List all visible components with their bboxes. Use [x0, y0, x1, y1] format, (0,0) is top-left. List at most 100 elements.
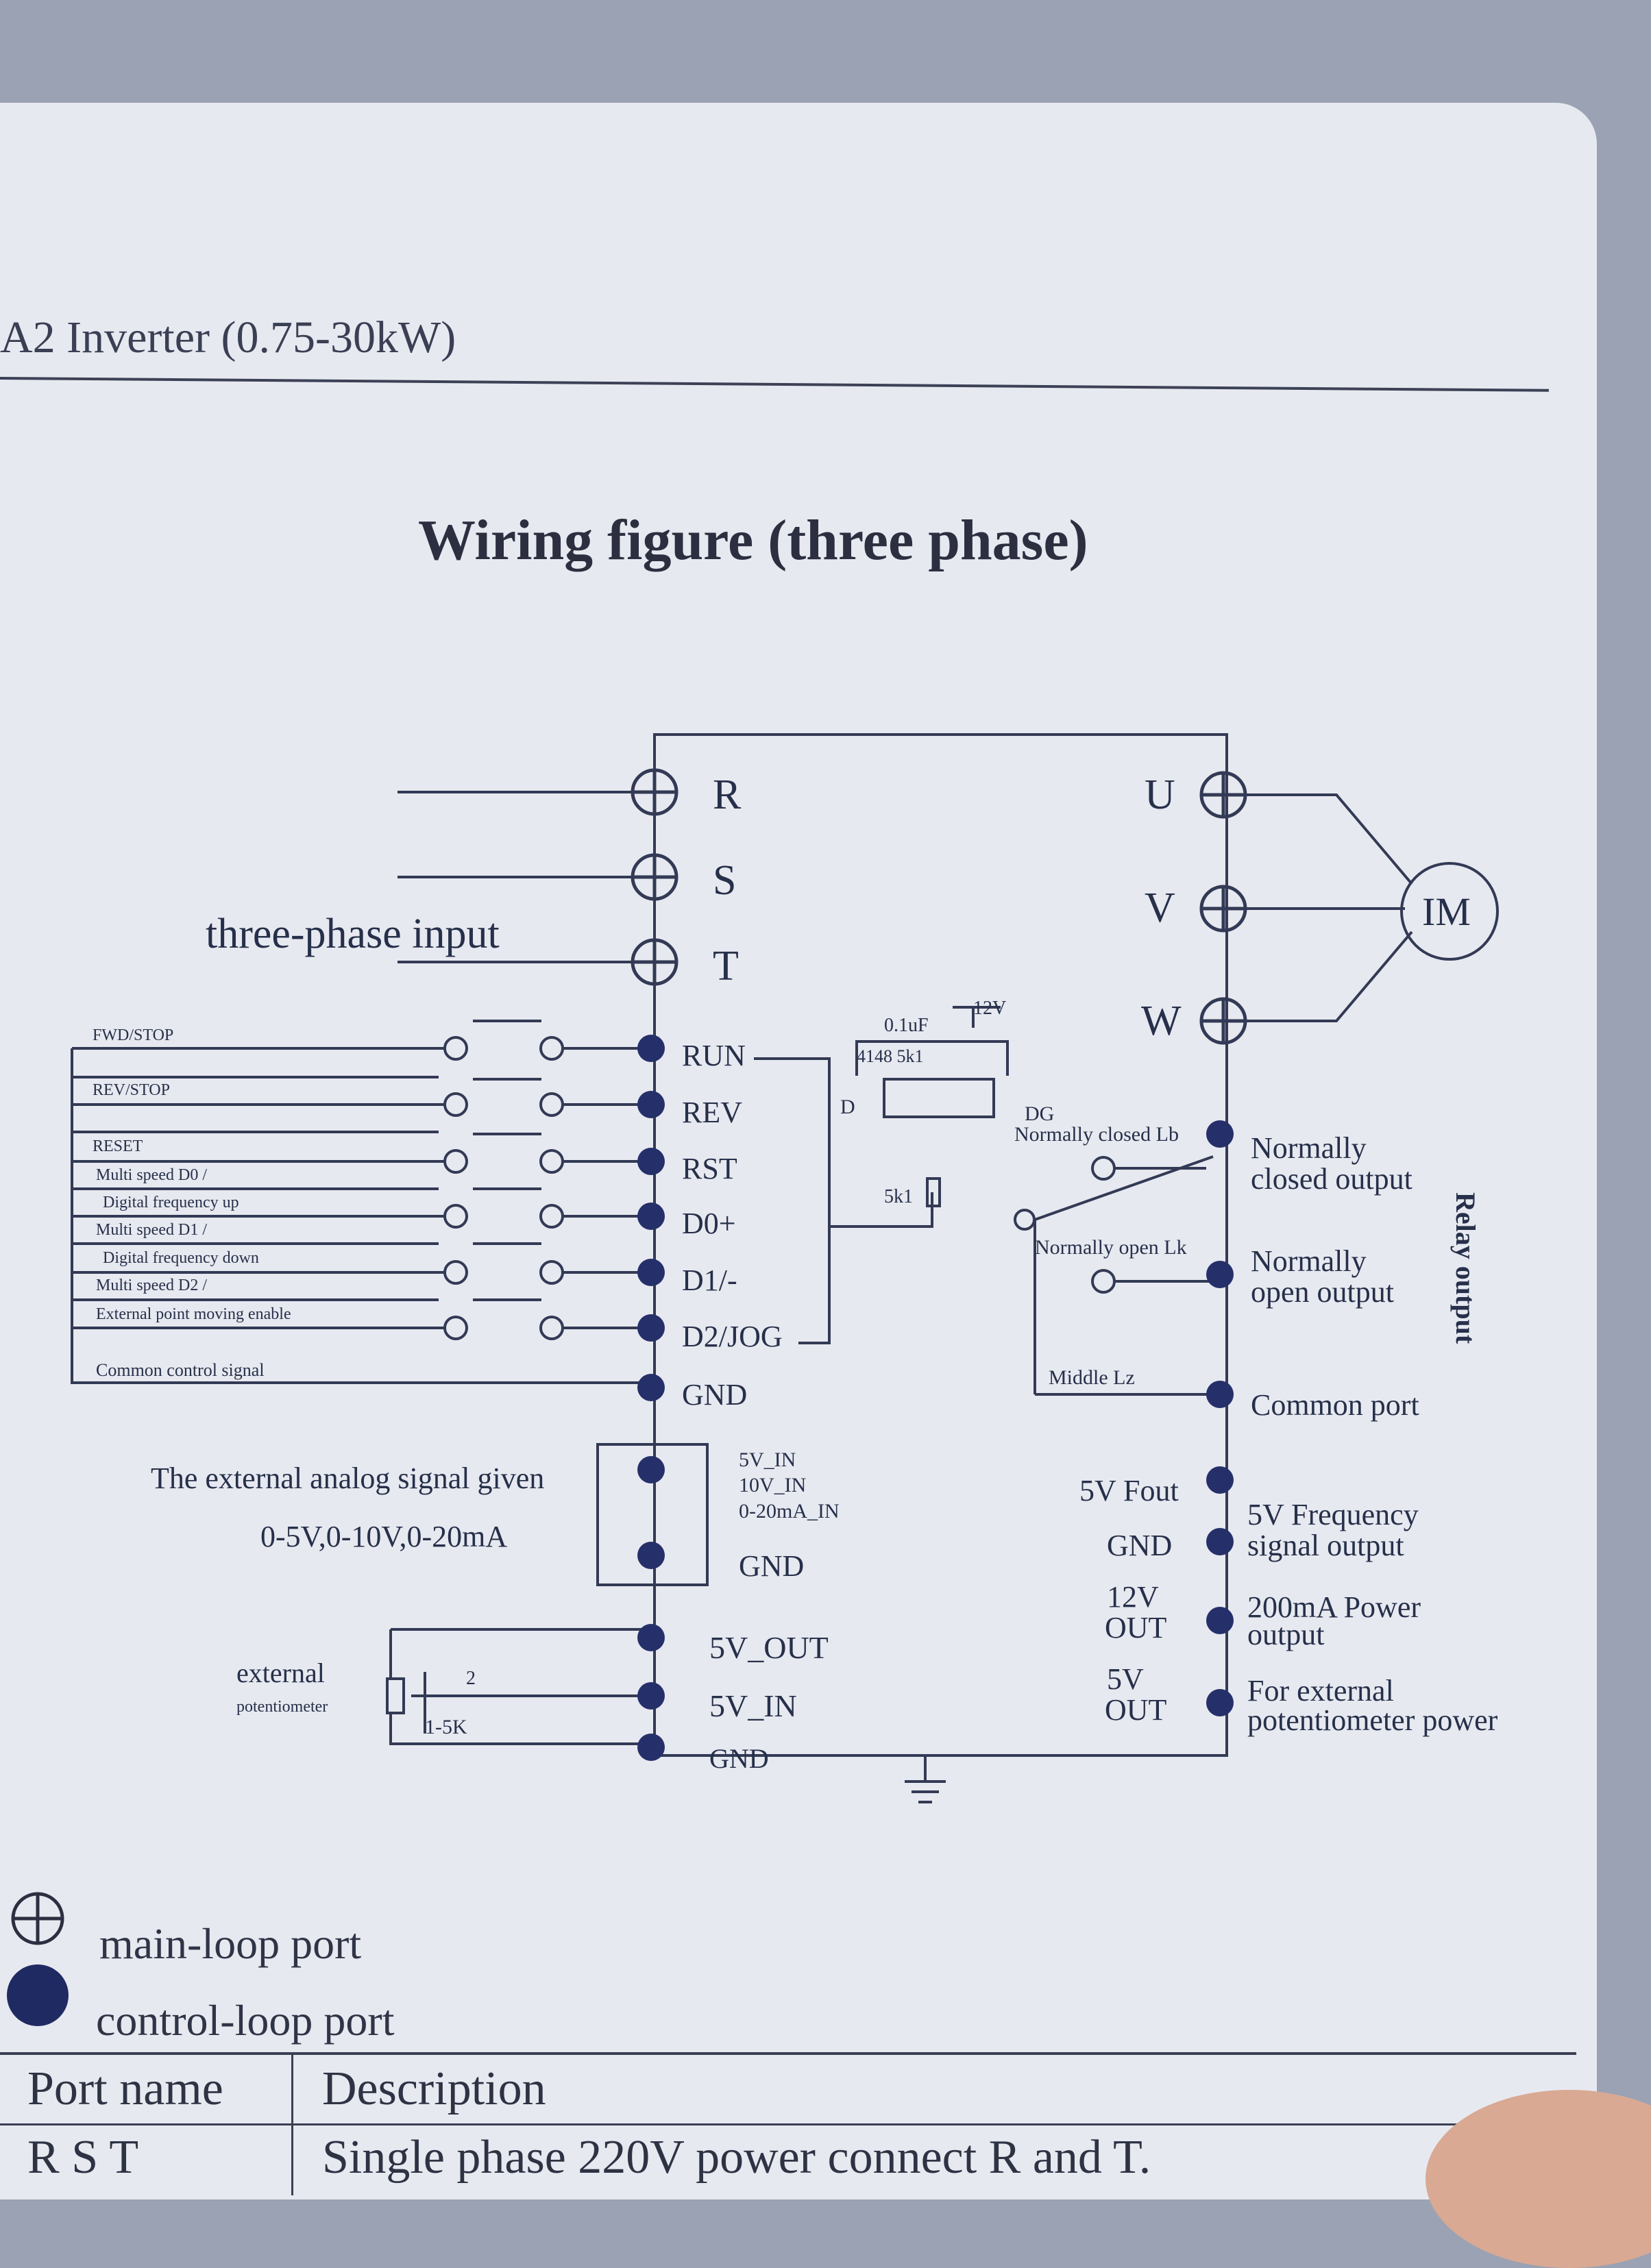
out-pot-desc-2: potentiometer power [1247, 1703, 1498, 1737]
pot-term-gnd: GND [709, 1743, 769, 1774]
legend-control-loop-label: control-loop port [96, 1996, 395, 2045]
label-r: R [713, 772, 742, 818]
port-table: Port name Description R S T Single phase… [0, 2052, 1576, 2195]
port-s [631, 853, 678, 901]
analog-term-20ma: 0-20mA_IN [739, 1500, 840, 1523]
port-d0 [637, 1203, 665, 1230]
relay-common-port: Common port [1251, 1388, 1419, 1422]
signal-ext-enable: External point moving enable [96, 1305, 291, 1323]
pot-range: 1-5K [425, 1716, 467, 1738]
signal-ms-d0: Multi speed D0 / [96, 1166, 207, 1184]
port-5v-pot-out [1206, 1689, 1234, 1716]
out-12v-2: OUT [1105, 1611, 1167, 1644]
pot-label-1: external [236, 1657, 325, 1688]
term-d0: D0+ [682, 1207, 736, 1240]
table-header-description: Description [322, 2062, 546, 2115]
term-gnd: GND [682, 1378, 747, 1412]
signal-ms-d1: Multi speed D1 / [96, 1221, 207, 1239]
out-power-desc-1: 200mA Power [1247, 1590, 1421, 1624]
figure-title: Wiring figure (three phase) [418, 508, 1088, 572]
analog-term-5v: 5V_IN [739, 1449, 796, 1471]
circuit-res2: 5k1 [884, 1186, 913, 1207]
out-5v-1: 5V [1107, 1662, 1144, 1696]
table-row: R S T Single phase 220V power connect R … [0, 2123, 1576, 2192]
inverter-box [653, 733, 1228, 1757]
main-loop-port-icon [11, 1892, 64, 1945]
table-cell-description: Single phase 220V power connect R and T. [322, 2131, 1151, 2184]
table-header-row: Port name Description [0, 2055, 1576, 2125]
output-line-u [1240, 793, 1413, 885]
out-fout-desc-2: signal output [1247, 1529, 1404, 1562]
relay-no-label: Normally open Lk [1035, 1236, 1187, 1259]
signal-rev: REV/STOP [93, 1081, 170, 1099]
analog-label-2: 0-5V,0-10V,0-20mA [260, 1520, 507, 1553]
label-w: W [1141, 998, 1182, 1044]
port-pot-gnd [637, 1734, 665, 1761]
pot-term-5v-in: 5V_IN [709, 1688, 797, 1723]
pot-pin: 2 [466, 1668, 476, 1689]
three-phase-input-label: three-phase input [206, 911, 500, 957]
signal-freq-up: Digital frequency up [103, 1194, 239, 1211]
out-power-desc-2: output [1247, 1618, 1324, 1651]
port-5v-fout [1206, 1466, 1234, 1494]
label-v: V [1145, 885, 1175, 931]
relay-nc-output-1: Normally [1251, 1131, 1367, 1165]
circuit-cap: 0.1uF [884, 1015, 929, 1036]
label-s: S [713, 857, 736, 904]
relay-common-label: Middle Lz [1049, 1366, 1135, 1389]
table-cell-port: R S T [27, 2131, 139, 2184]
port-relay-common [1206, 1381, 1234, 1408]
out-5v-fout: 5V Fout [1079, 1474, 1179, 1507]
port-5v-out [637, 1624, 665, 1651]
legend-main-loop-label: main-loop port [99, 1919, 362, 1968]
port-analog-in [637, 1456, 665, 1483]
out-5v-2: OUT [1105, 1693, 1167, 1727]
wiring-diagram: R S T U V W IM three-phase input RUN REV… [7, 733, 1499, 2026]
circuit-dg: DG [1025, 1102, 1054, 1125]
relay-no-output-2: open output [1251, 1275, 1394, 1309]
port-out-gnd [1206, 1528, 1234, 1555]
port-t [631, 938, 678, 986]
port-rst [637, 1148, 665, 1175]
control-bus [71, 1048, 655, 1384]
pot-label-2: potentiometer [236, 1698, 328, 1716]
signal-reset: RESET [93, 1137, 143, 1155]
port-v [1199, 885, 1247, 933]
signal-ms-d2: Multi speed D2 / [96, 1277, 207, 1294]
circuit-diode-res: 4148 5k1 [857, 1046, 924, 1066]
term-d1: D1/- [682, 1264, 737, 1297]
potentiometer-body [386, 1677, 405, 1714]
out-fout-desc-1: 5V Frequency [1247, 1498, 1419, 1531]
port-5v-in [637, 1682, 665, 1710]
manual-page [0, 103, 1597, 2199]
relay-output-side-label: Relay output [1450, 1192, 1481, 1344]
port-d1 [637, 1259, 665, 1286]
port-r [631, 768, 678, 816]
term-run: RUN [682, 1039, 746, 1072]
port-relay-no [1206, 1261, 1234, 1288]
port-12v-out [1206, 1607, 1234, 1634]
out-12v-1: 12V [1107, 1580, 1159, 1614]
relay-no-output-1: Normally [1251, 1244, 1367, 1278]
control-loop-port-icon [7, 1964, 69, 2026]
term-rst: RST [682, 1152, 737, 1185]
signal-common: Common control signal [96, 1360, 265, 1380]
relay-nc-label: Normally closed Lb [1014, 1123, 1179, 1146]
analog-term-gnd: GND [739, 1549, 804, 1583]
term-rev: REV [682, 1096, 742, 1129]
port-gnd [637, 1374, 665, 1401]
circuit-12v: 12V [973, 998, 1006, 1019]
motor-label: IM [1422, 889, 1471, 934]
relay-arm [1034, 1155, 1214, 1221]
out-pot-desc-1: For external [1247, 1674, 1394, 1708]
port-run [637, 1035, 665, 1062]
port-d2jog [637, 1314, 665, 1342]
port-relay-nc [1206, 1120, 1234, 1148]
circuit-d: D [840, 1096, 855, 1118]
page-header-title: A2 Inverter (0.75-30kW) [0, 312, 456, 362]
port-analog-gnd [637, 1542, 665, 1569]
port-u [1199, 771, 1247, 819]
output-line-w [1240, 930, 1413, 1022]
port-rev [637, 1091, 665, 1118]
label-t: T [713, 943, 739, 989]
